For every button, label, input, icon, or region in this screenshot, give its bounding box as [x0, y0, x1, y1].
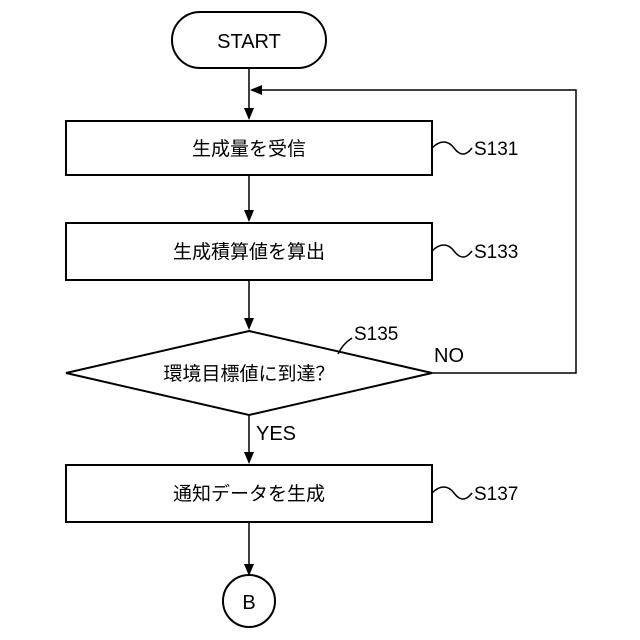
- connector-b: B: [223, 575, 275, 627]
- step-ref-s135: S135: [338, 324, 398, 354]
- process-label-s137: 通知データを生成: [173, 483, 325, 505]
- process-box-s137: 通知データを生成: [66, 465, 432, 522]
- yes-branch: YES: [244, 415, 296, 464]
- step-ref-label-s131: S131: [474, 139, 518, 160]
- arrow-s137-to-connector: [244, 522, 254, 576]
- no-label: NO: [434, 345, 464, 367]
- start-label: START: [217, 31, 281, 53]
- arrow-s133-to-s135: [244, 280, 254, 330]
- step-ref-s131: S131: [432, 139, 518, 160]
- arrow-start-to-s131: [244, 68, 254, 120]
- process-label-s133: 生成積算値を算出: [173, 241, 325, 263]
- step-ref-s133: S133: [432, 242, 518, 263]
- process-box-s133: 生成積算値を算出: [66, 223, 432, 280]
- process-box-s131: 生成量を受信: [66, 121, 432, 175]
- yes-label: YES: [256, 423, 296, 445]
- step-ref-label-s137: S137: [474, 484, 518, 505]
- process-label-s131: 生成量を受信: [192, 138, 306, 160]
- start-terminal: START: [172, 12, 326, 68]
- step-ref-label-s135: S135: [354, 324, 398, 345]
- step-ref-s137: S137: [432, 484, 518, 505]
- step-ref-label-s133: S133: [474, 242, 518, 263]
- decision-label-s135: 環境目標値に到達？: [163, 363, 334, 385]
- arrow-s131-to-s133: [244, 175, 254, 222]
- connector-label: B: [242, 592, 255, 614]
